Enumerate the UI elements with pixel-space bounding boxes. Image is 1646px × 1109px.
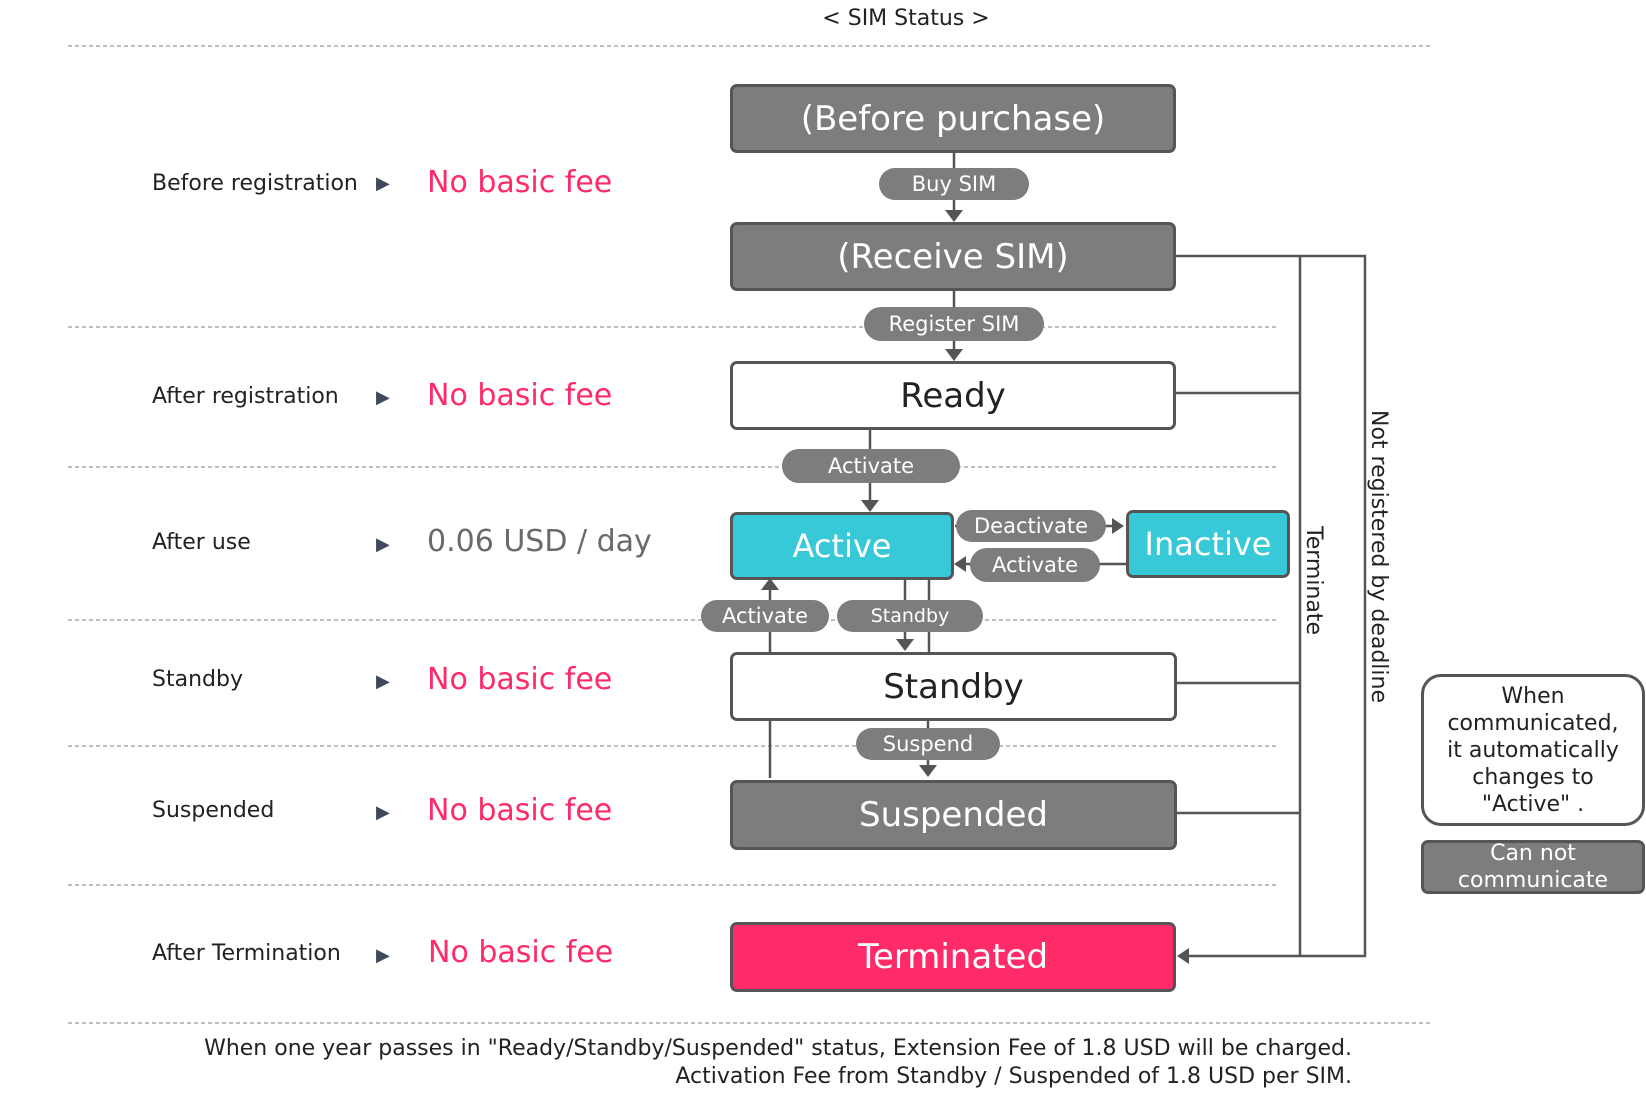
legend-auto-active-line: communicated, xyxy=(1447,710,1619,736)
arrowhead-terminate xyxy=(1177,948,1189,964)
transition-activate-from-ready: Activate xyxy=(782,449,960,483)
legend-cannot-communicate-line: Can not xyxy=(1490,841,1576,866)
row-arrow-icon: ▶ xyxy=(376,671,390,692)
row-label-suspended: Suspended xyxy=(152,798,275,823)
legend-auto-active: When communicated, it automatically chan… xyxy=(1421,674,1645,826)
footnote-extension-fee: When one year passes in "Ready/Standby/S… xyxy=(204,1036,1352,1061)
transition-buy-sim: Buy SIM xyxy=(879,168,1029,200)
transition-not-registered-label: Not registered by deadline xyxy=(1366,410,1391,704)
legend-auto-active-line: changes to xyxy=(1472,764,1594,790)
state-active: Active xyxy=(730,512,954,580)
state-receive-sim: (Receive SIM) xyxy=(730,222,1176,291)
row-label-after-use: After use xyxy=(152,530,251,555)
row-arrow-icon: ▶ xyxy=(376,534,390,555)
row-arrow-icon: ▶ xyxy=(376,945,390,966)
state-suspended: Suspended xyxy=(730,780,1177,850)
legend-auto-active-line: "Active" . xyxy=(1481,791,1585,817)
arrowhead-register-sim xyxy=(945,349,963,361)
fee-suspended: No basic fee xyxy=(427,793,613,828)
arrowhead-buy-sim xyxy=(945,210,963,222)
arrowhead-activate-inactive xyxy=(954,556,966,572)
arrowhead-deactivate xyxy=(1112,518,1124,534)
row-dividers xyxy=(68,45,1430,1024)
fee-after-termination: No basic fee xyxy=(428,935,614,970)
legend-cannot-communicate-line: communicate xyxy=(1457,868,1609,893)
transition-activate-from-standby: Activate xyxy=(701,600,829,632)
row-label-before-registration: Before registration xyxy=(152,171,358,196)
footnote-activation-fee: Activation Fee from Standby / Suspended … xyxy=(675,1064,1352,1089)
row-arrow-icon: ▶ xyxy=(376,387,390,408)
arrowheads xyxy=(761,210,1189,964)
page-title: < SIM Status > xyxy=(822,6,990,31)
state-inactive: Inactive xyxy=(1126,510,1290,578)
row-arrow-icon: ▶ xyxy=(376,802,390,823)
arrowhead-suspend xyxy=(919,765,937,777)
state-terminated: Terminated xyxy=(730,922,1176,992)
state-before-purchase: (Before purchase) xyxy=(730,84,1176,153)
transition-suspend: Suspend xyxy=(856,728,1000,760)
arrowhead-activate-ready xyxy=(861,500,879,512)
legend-cannot-communicate: Can not communicate xyxy=(1421,840,1645,894)
transition-terminate-label: Terminate xyxy=(1301,526,1326,636)
row-label-after-registration: After registration xyxy=(152,384,339,409)
row-arrow-icon: ▶ xyxy=(376,173,390,194)
legend-auto-active-line: When xyxy=(1501,683,1565,709)
transition-deactivate: Deactivate xyxy=(956,510,1106,542)
transition-activate-from-inactive: Activate xyxy=(970,548,1100,582)
fee-before-registration: No basic fee xyxy=(427,165,613,200)
arrowhead-standby xyxy=(896,639,914,651)
fee-standby: No basic fee xyxy=(427,662,613,697)
state-ready: Ready xyxy=(730,361,1176,430)
row-label-after-termination: After Termination xyxy=(152,941,341,966)
transition-register-sim: Register SIM xyxy=(864,307,1044,341)
transition-standby: Standby xyxy=(837,600,983,632)
fee-after-registration: No basic fee xyxy=(427,378,613,413)
row-label-standby: Standby xyxy=(152,667,243,692)
fee-after-use: 0.06 USD / day xyxy=(427,524,652,559)
arrowhead-activate-standby xyxy=(761,578,779,590)
state-standby: Standby xyxy=(730,652,1177,721)
legend-auto-active-line: it automatically xyxy=(1447,737,1619,763)
